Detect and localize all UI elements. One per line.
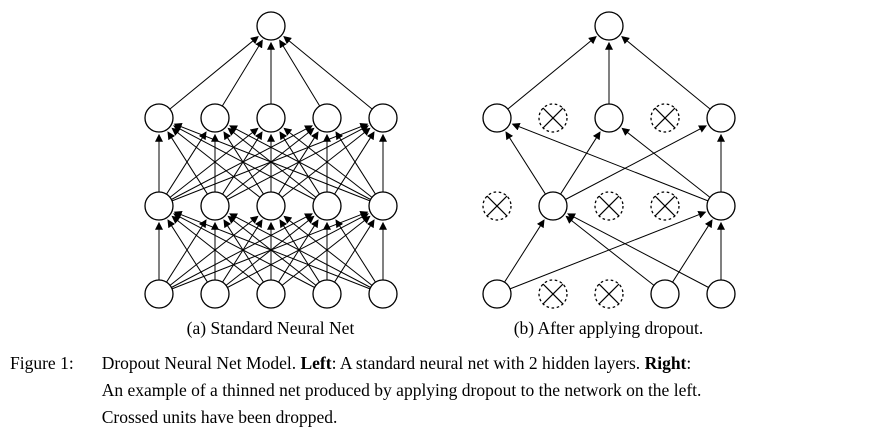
connection-arrow	[509, 210, 706, 290]
units	[143, 11, 398, 309]
connection-arrow	[282, 215, 372, 286]
connection-arrow	[222, 131, 264, 195]
caption-line3: Crossed units have been dropped.	[101, 407, 338, 427]
connection-arrow	[334, 219, 376, 283]
connection-arrow	[333, 131, 375, 195]
unit-node	[649, 279, 680, 309]
connection-arrow	[278, 219, 320, 283]
connection-arrow	[226, 213, 369, 288]
connection-arrow	[511, 122, 708, 202]
connection-arrow	[564, 215, 654, 286]
cross-mark-line	[653, 195, 676, 217]
connections	[154, 36, 387, 290]
caption-label: Figure 1:	[10, 353, 74, 373]
standard-neural-net-svg	[143, 11, 398, 309]
unit-node	[593, 103, 624, 133]
connection-arrow	[173, 122, 370, 202]
connection-arrow	[559, 131, 601, 195]
connection-arrow	[228, 213, 371, 288]
unit-node	[255, 103, 286, 133]
connection-arrow	[165, 131, 207, 195]
unit-node	[199, 191, 230, 221]
connection-arrow	[281, 127, 371, 198]
connection-arrow	[166, 219, 208, 283]
unit-node	[481, 279, 512, 309]
connection-arrow	[282, 36, 373, 110]
figure-caption: Figure 1: Dropout Neural Net Model. Left…	[0, 350, 879, 431]
connection-arrow	[620, 127, 710, 198]
unit-node	[481, 103, 512, 133]
units	[481, 11, 736, 309]
unit-node	[367, 103, 398, 133]
connection-arrow	[278, 39, 320, 107]
connections	[503, 36, 725, 290]
unit-node	[367, 191, 398, 221]
cross-mark-line	[653, 107, 676, 129]
connection-arrow	[168, 36, 259, 110]
connection-arrow	[503, 219, 545, 283]
diagram-after-dropout: (b) After applying dropout.	[459, 2, 759, 340]
dropout-neural-net-svg	[481, 11, 736, 309]
caption-line2: An example of a thinned net produced by …	[101, 380, 702, 400]
unit-node	[705, 279, 736, 309]
caption-text: Dropout Neural Net Model. Left: A standa…	[102, 350, 873, 431]
caption-part3: :	[686, 353, 692, 373]
connection-arrow	[566, 213, 709, 288]
caption-part2: : A standard neural net with 2 hidden la…	[331, 353, 645, 373]
unit-node	[705, 191, 736, 221]
unit-node	[311, 191, 342, 221]
connection-arrow	[172, 125, 315, 200]
connection-arrow	[222, 219, 264, 283]
connection-arrow	[281, 215, 371, 286]
caption-right-bold: Right	[644, 353, 687, 373]
cross-mark-line	[541, 107, 564, 129]
unit-node	[199, 279, 230, 309]
unit-node	[311, 103, 342, 133]
caption-left-bold: Left	[300, 353, 332, 373]
connection-arrow	[620, 36, 711, 110]
connection-arrow	[221, 39, 263, 107]
unit-node	[143, 103, 174, 133]
connection-arrow	[278, 131, 320, 195]
connection-arrow	[221, 219, 263, 283]
connection-arrow	[170, 127, 260, 198]
unit-node	[537, 191, 568, 221]
cross-mark-line	[541, 283, 564, 305]
connection-arrow	[170, 125, 313, 200]
connection-arrow	[226, 125, 369, 200]
unit-node	[593, 11, 624, 41]
unit-node	[143, 191, 174, 221]
connection-arrow	[282, 127, 372, 198]
diagram-standard-neural-net: (a) Standard Neural Net	[121, 2, 421, 340]
connection-arrow	[165, 219, 207, 283]
cross-mark-line	[485, 195, 508, 217]
connection-arrow	[504, 131, 546, 195]
caption-part1: Dropout Neural Net Model.	[101, 353, 301, 373]
unit-node	[367, 279, 398, 309]
unit-node	[255, 191, 286, 221]
connection-arrow	[173, 210, 370, 290]
connection-arrow	[334, 131, 376, 195]
connection-arrow	[228, 125, 371, 200]
unit-node	[311, 279, 342, 309]
connection-arrow	[172, 213, 315, 288]
unit-node	[705, 103, 736, 133]
cross-mark-line	[597, 195, 620, 217]
connection-arrow	[221, 131, 263, 195]
connection-arrow	[671, 219, 713, 283]
diagrams-row: (a) Standard Neural Net (b) After applyi…	[0, 2, 879, 340]
connection-arrow	[166, 131, 208, 195]
unit-node	[199, 103, 230, 133]
subcaption-b: (b) After applying dropout.	[513, 318, 704, 338]
connection-arrow	[564, 125, 707, 200]
connection-arrow	[506, 36, 597, 110]
connection-arrow	[333, 219, 375, 283]
cross-mark-line	[597, 283, 620, 305]
unit-node	[255, 279, 286, 309]
connection-arrow	[170, 213, 313, 288]
connection-arrow	[170, 215, 260, 286]
unit-node	[255, 11, 286, 41]
subcaption-a: (a) Standard Neural Net	[186, 318, 355, 338]
unit-node	[143, 279, 174, 309]
